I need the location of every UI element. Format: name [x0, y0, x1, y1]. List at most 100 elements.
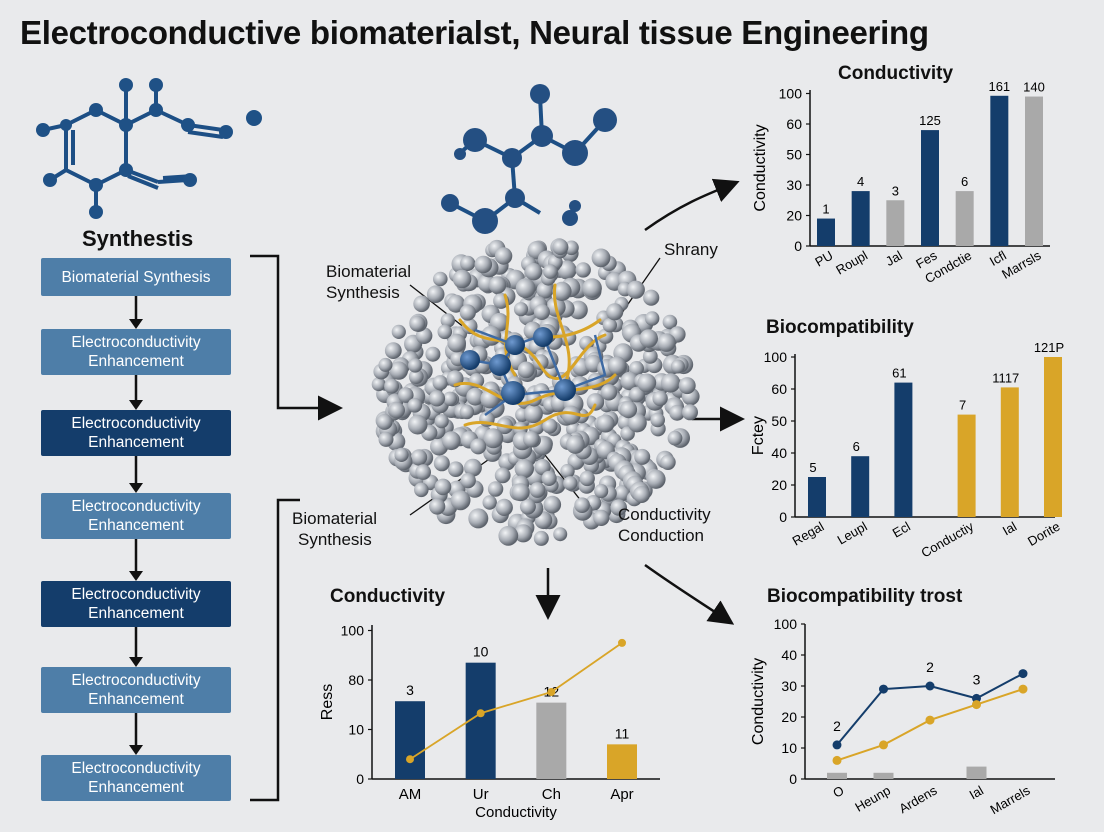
y-tick-label: 20: [786, 208, 802, 224]
y-tick-label: 50: [771, 413, 787, 429]
series-line-1: [836, 688, 1024, 762]
data-label: 61: [892, 366, 906, 381]
label-line-1: Conductivity: [618, 505, 711, 524]
x-tick-label: Ial: [1000, 519, 1019, 539]
y-tick-label: 40: [781, 647, 797, 663]
label-biomaterial-synthesis-top: Biomaterial Synthesis: [326, 261, 411, 303]
x-tick-label: AM: [399, 786, 422, 803]
x-tick-label: Heunp: [852, 783, 893, 815]
flow-step-text: Enhancement: [88, 353, 184, 370]
y-tick-label: 30: [781, 678, 797, 694]
flow-step-text: Electroconductivity: [71, 415, 201, 432]
data-label: 3: [973, 671, 981, 687]
x-tick-label: Ur: [473, 786, 489, 803]
data-label: 2: [926, 659, 934, 675]
x-tick-label: Icfl: [987, 248, 1009, 269]
data-label: 4: [857, 174, 864, 189]
bar-0: [808, 477, 826, 517]
data-label: 6: [961, 174, 968, 189]
y-tick-label: 40: [771, 445, 787, 461]
bar-0: [827, 772, 847, 779]
flow-step-text: Enhancement: [88, 779, 184, 796]
bar-2: [894, 382, 913, 517]
y-tick-label: 10: [348, 722, 364, 738]
y-tick-label: 50: [786, 147, 802, 163]
bar-0: [395, 701, 425, 779]
data-label: 140: [1023, 80, 1045, 95]
bar-1: [465, 662, 496, 779]
series-point: [972, 693, 981, 703]
data-label: 5: [809, 460, 816, 475]
y-tick-label: 100: [764, 349, 788, 365]
x-tick-label: Apr: [610, 786, 633, 803]
y-tick-label: 60: [771, 381, 787, 397]
x-tick-label: Jal: [883, 248, 905, 269]
flow-step-text: Electroconductivity: [71, 760, 201, 777]
label-biomaterial-synthesis-bottom: Biomaterial Synthesis: [292, 508, 377, 550]
chart-title-conductivity-top: Conductivity: [838, 63, 954, 84]
data-label: 3: [406, 682, 414, 698]
y-tick-label: 0: [779, 509, 787, 525]
flow-arrow-down-icon: [129, 539, 143, 581]
label-line-1: Biomaterial: [292, 509, 378, 528]
y-tick-label: 60: [786, 116, 802, 132]
bar-2: [886, 200, 905, 246]
y-tick-label: 20: [771, 477, 787, 493]
y-tick-label: 10: [781, 740, 797, 756]
x-tick-label: Ch: [542, 786, 561, 803]
bar-2: [536, 702, 567, 779]
x-tick-label: PU: [812, 248, 835, 270]
flow-step-text: Electroconductivity: [71, 672, 201, 689]
bar-5: [1044, 357, 1062, 517]
series-line: [409, 642, 623, 760]
x-tick-label: Marrels: [987, 782, 1032, 817]
y-tick-label: 0: [356, 771, 364, 787]
page-title: Electroconductive biomaterialst, Neural …: [20, 14, 929, 51]
series-point: [618, 638, 626, 647]
bar-3: [607, 744, 637, 779]
x-tick-label: Regal: [790, 519, 827, 549]
bar-0: [817, 218, 835, 246]
flow-step-text: Enhancement: [88, 517, 184, 534]
flow-step-text: Enhancement: [88, 691, 184, 708]
x-tick-label: Ial: [967, 783, 986, 803]
label-line-1: Biomaterial: [326, 262, 412, 281]
y-tick-label: 100: [341, 623, 365, 639]
x-tick-label: Ecl: [890, 519, 913, 541]
bar-3: [921, 130, 939, 246]
y-axis-label: Ress: [319, 684, 336, 720]
y-tick-label: 30: [786, 177, 802, 193]
series-point: [879, 740, 888, 750]
biocompatibility-bar-chart: 020405060100Fctey5Regal6Leupl61Ecl7Condu…: [750, 340, 1064, 561]
bar-1: [851, 456, 870, 517]
series-point: [476, 709, 485, 718]
series-point: [925, 681, 935, 691]
bar-5: [990, 95, 1009, 246]
x-tick-label: Roupl: [833, 248, 870, 278]
label-shrany: Shrany: [664, 240, 718, 259]
flow-arrow-down-icon: [129, 375, 143, 410]
series-point: [406, 755, 414, 764]
chart-title-biocompatibility: Biocompatibility: [766, 317, 914, 338]
bar-1: [851, 191, 870, 246]
data-label: 11: [615, 725, 630, 741]
y-tick-label: 0: [789, 771, 797, 787]
y-tick-label: 0: [794, 238, 802, 254]
data-label: 1117: [992, 370, 1019, 385]
data-label: 3: [892, 183, 899, 198]
x-tick-label: Marrsls: [999, 247, 1044, 282]
flow-step-text: Enhancement: [88, 605, 184, 622]
chart-title-conductivity-bottom: Conductivity: [330, 586, 446, 607]
series-point: [832, 755, 842, 765]
bar-4: [955, 191, 974, 246]
molecule-left-icon: [36, 78, 262, 219]
x-tick-label: Conductiy: [919, 518, 977, 560]
y-tick-label: 20: [781, 709, 797, 725]
